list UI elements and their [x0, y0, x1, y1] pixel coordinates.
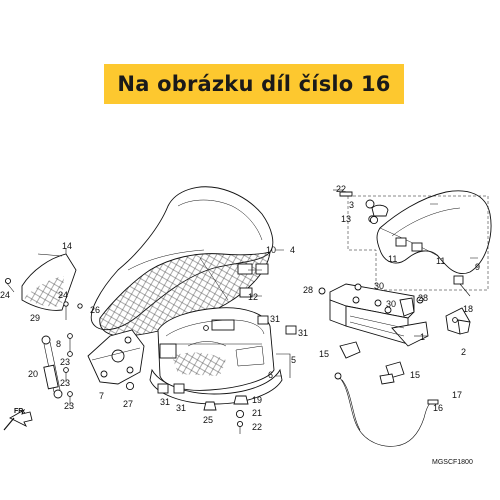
- callout-20: 20: [28, 369, 38, 379]
- callout-labels: 1 2 3 4 5 6 7 8 9 10 11 11 12 13 14 15 1…: [0, 184, 480, 432]
- part-number-banner: Na obrázku díl číslo 16: [104, 64, 404, 104]
- storage-box: [149, 307, 283, 405]
- banner-text: Na obrázku díl číslo 16: [117, 72, 391, 96]
- callout-21: 21: [252, 408, 262, 418]
- seat-damper: [41, 335, 63, 399]
- callout-31d: 31: [176, 403, 186, 413]
- seat-lock-bracket: [329, 283, 429, 347]
- callout-18: 18: [463, 304, 473, 314]
- callout-4: 4: [290, 245, 295, 255]
- callout-30b: 30: [386, 299, 396, 309]
- callout-2: 2: [461, 347, 466, 357]
- callout-23b: 23: [60, 378, 70, 388]
- callout-22b: 22: [252, 422, 262, 432]
- front-direction-label: FR.: [14, 408, 25, 415]
- callout-11b: 11: [436, 256, 445, 266]
- rear-seat: [339, 190, 492, 285]
- callout-28b: 28: [418, 293, 428, 303]
- seat-release-cable: [334, 372, 439, 447]
- callout-7: 7: [99, 391, 104, 401]
- callout-1: 1: [420, 332, 425, 342]
- callout-9: 9: [475, 262, 480, 272]
- front-cover: [21, 248, 77, 311]
- callout-22a: 22: [336, 184, 346, 194]
- seat-hinge: [87, 329, 145, 385]
- helmet-holder: [445, 307, 471, 335]
- callout-31a: 31: [270, 314, 280, 324]
- callout-24a: 24: [0, 290, 10, 300]
- callout-15b: 15: [410, 370, 420, 380]
- callout-25: 25: [203, 415, 213, 425]
- callout-23c: 23: [64, 401, 74, 411]
- callout-5: 5: [291, 355, 296, 365]
- callout-15a: 15: [319, 349, 329, 359]
- leader-lines: [5, 203, 478, 378]
- callout-11a: 11: [388, 254, 397, 264]
- callout-19: 19: [252, 395, 262, 405]
- callout-28a: 28: [303, 285, 313, 295]
- callout-10: 10: [266, 245, 276, 255]
- callout-12: 12: [248, 292, 258, 302]
- callout-23a: 23: [60, 357, 70, 367]
- callout-17: 17: [452, 390, 462, 400]
- main-seat: [90, 186, 274, 337]
- callout-29: 29: [30, 313, 40, 323]
- callout-24b: 24: [58, 290, 68, 300]
- callout-14: 14: [62, 241, 72, 251]
- callout-13: 13: [341, 214, 351, 224]
- callout-26: 26: [90, 305, 100, 315]
- callout-16: 16: [433, 403, 443, 413]
- callout-6: 6: [268, 370, 273, 380]
- diagram-code: MGSCF1800: [432, 459, 473, 466]
- callout-3: 3: [349, 200, 354, 210]
- callout-30a: 30: [374, 281, 384, 291]
- latch-parts: [339, 341, 405, 385]
- front-direction-arrow: [3, 408, 33, 431]
- callout-31c: 31: [160, 397, 170, 407]
- callout-27: 27: [123, 399, 133, 409]
- fasteners: [4, 189, 424, 434]
- callout-31b: 31: [298, 328, 308, 338]
- callout-8: 8: [56, 339, 61, 349]
